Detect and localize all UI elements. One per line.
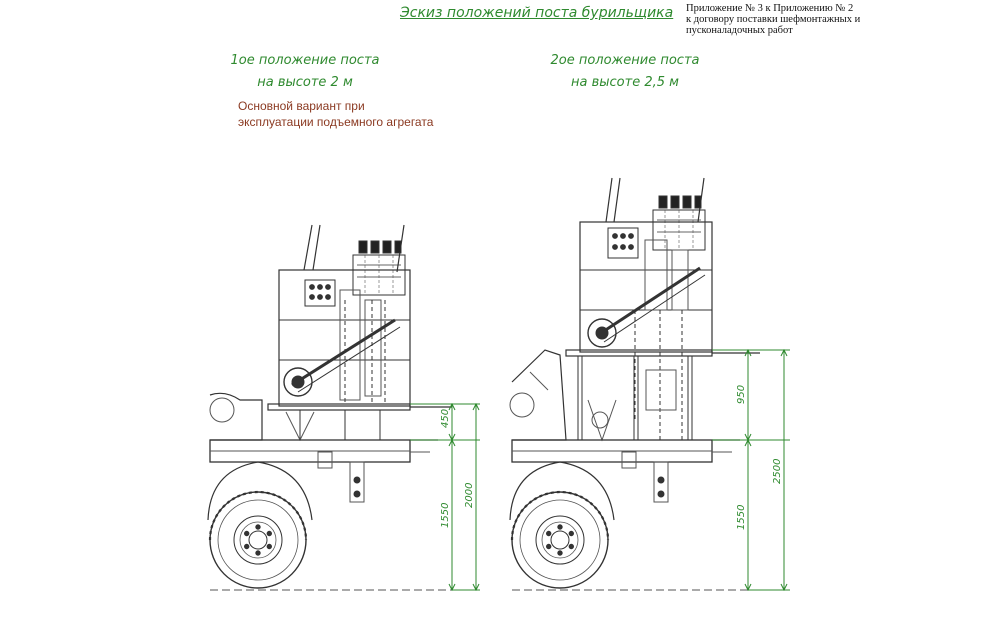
position-1-dimensions bbox=[410, 402, 480, 592]
position-2-label: 2ое положение поста на высоте 2,5 м bbox=[540, 50, 710, 94]
main-variant-note: Основной вариант при эксплуатации подъем… bbox=[238, 98, 433, 130]
position-1-line-2: на высоте 2 м bbox=[257, 75, 353, 90]
appendix-line-2: к договору поставки шефмонтажных и bbox=[686, 14, 861, 25]
appendix-line-3: пусконаладочных работ bbox=[686, 25, 793, 36]
dim-450: 450 bbox=[440, 409, 451, 428]
position-2-line-1: 2ое положение поста bbox=[550, 53, 700, 68]
position-1-line-1: 1ое положение поста bbox=[230, 53, 380, 68]
position-2-dimensions bbox=[712, 348, 790, 592]
drawing-title: Эскиз положений поста бурильщика bbox=[400, 5, 674, 21]
dim-2500: 2500 bbox=[772, 459, 783, 484]
appendix-header: Приложение № 3 к Приложению № 2 к догово… bbox=[686, 3, 860, 36]
dim-1550-right: 1550 bbox=[736, 505, 747, 530]
appendix-line-1: Приложение № 3 к Приложению № 2 bbox=[686, 3, 854, 14]
position-1-drawing bbox=[207, 224, 465, 591]
note-line-1: Основной вариант при bbox=[238, 99, 365, 113]
position-1-label: 1ое положение поста на высоте 2 м bbox=[220, 50, 390, 94]
note-line-2: эксплуатации подъемного агрегата bbox=[238, 115, 434, 129]
dim-950: 950 bbox=[736, 385, 747, 404]
dim-2000: 2000 bbox=[464, 483, 475, 508]
position-2-line-2: на высоте 2,5 м bbox=[571, 75, 679, 90]
dim-1550-left: 1550 bbox=[440, 503, 451, 528]
position-2-drawing bbox=[509, 177, 790, 591]
